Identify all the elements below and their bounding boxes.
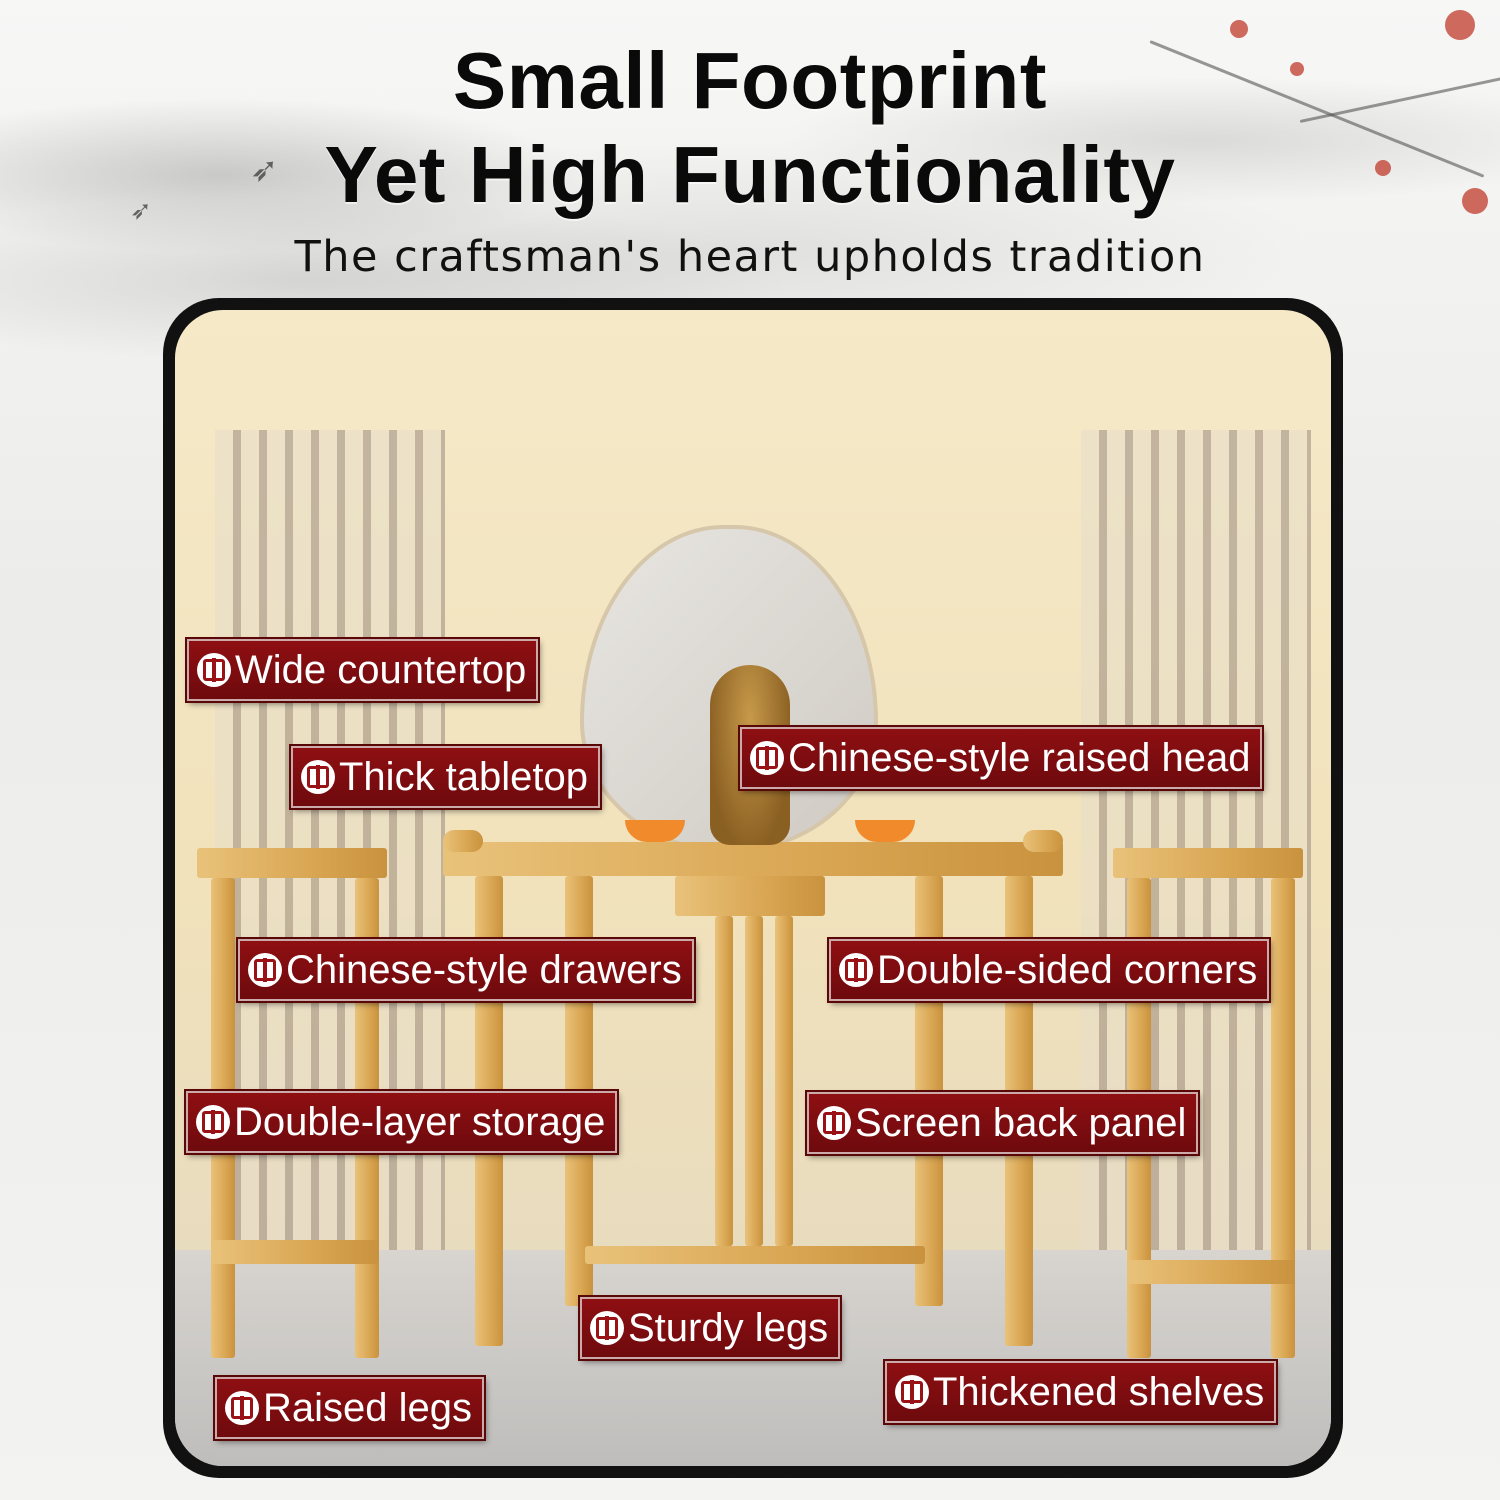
raised-head-right — [1023, 830, 1063, 852]
subtitle: The craftsman's heart upholds tradition — [294, 232, 1206, 282]
label-text: Sturdy legs — [628, 1305, 829, 1350]
crane-icon: ➶ — [250, 151, 279, 189]
plum-blossom — [1375, 160, 1391, 176]
label-chinese-style-raised-head: Chinese-style raised head — [737, 725, 1265, 791]
label-text: Wide countertop — [235, 647, 527, 692]
chinese-shou-emblem-icon — [225, 1391, 259, 1425]
screen-back-slat — [715, 916, 733, 1246]
chinese-shou-emblem-icon — [895, 1375, 929, 1409]
title-line-1: Small Footprint — [452, 36, 1048, 125]
label-text: Double-sided corners — [877, 947, 1258, 992]
chinese-shou-emblem-icon — [248, 953, 282, 987]
right-stand-shelf — [1127, 1260, 1295, 1284]
chinese-shou-emblem-icon — [301, 760, 335, 794]
screen-back-slat — [745, 916, 763, 1246]
chinese-shou-emblem-icon — [196, 1105, 230, 1139]
altar-drawer — [675, 876, 825, 916]
chinese-shou-emblem-icon — [839, 953, 873, 987]
chinese-shou-emblem-icon — [750, 741, 784, 775]
left-stand-top — [197, 848, 387, 878]
plum-blossom — [1230, 20, 1248, 38]
label-text: Chinese-style drawers — [286, 947, 682, 992]
chinese-shou-emblem-icon — [197, 653, 231, 687]
fruit-bowl — [855, 820, 915, 842]
label-text: Chinese-style raised head — [788, 735, 1251, 780]
right-stand-top — [1113, 848, 1303, 878]
label-sturdy-legs: Sturdy legs — [577, 1295, 843, 1361]
label-double-layer-storage: Double-layer storage — [183, 1089, 620, 1155]
right-stand-leg — [1271, 878, 1295, 1358]
label-text: Screen back panel — [855, 1100, 1187, 1145]
label-wide-countertop: Wide countertop — [184, 637, 541, 703]
label-text: Raised legs — [263, 1385, 473, 1430]
label-raised-legs: Raised legs — [212, 1375, 487, 1441]
fruit-bowl — [625, 820, 685, 842]
crane-icon: ➶ — [130, 195, 152, 225]
chinese-shou-emblem-icon — [817, 1106, 851, 1140]
label-screen-back-panel: Screen back panel — [804, 1090, 1201, 1156]
label-chinese-style-drawers: Chinese-style drawers — [236, 937, 696, 1003]
product-scene — [175, 310, 1331, 1466]
plum-blossom — [1462, 188, 1488, 214]
altar-tabletop — [443, 842, 1063, 876]
plum-blossom — [1290, 62, 1304, 76]
label-text: Thick tabletop — [339, 754, 589, 799]
plum-blossom — [1445, 10, 1475, 40]
label-thick-tabletop: Thick tabletop — [288, 744, 603, 810]
label-double-sided-corners: Double-sided corners — [826, 937, 1272, 1003]
screen-back-slat — [775, 916, 793, 1246]
left-stand-shelf — [211, 1240, 379, 1264]
label-text: Double-layer storage — [234, 1099, 606, 1144]
label-text: Thickened shelves — [933, 1369, 1265, 1414]
raised-head-left — [443, 830, 483, 852]
title-line-2: Yet High Functionality — [324, 130, 1176, 219]
chinese-shou-emblem-icon — [590, 1311, 624, 1345]
label-thickened-shelves: Thickened shelves — [882, 1359, 1279, 1425]
altar-stretcher — [585, 1246, 925, 1264]
